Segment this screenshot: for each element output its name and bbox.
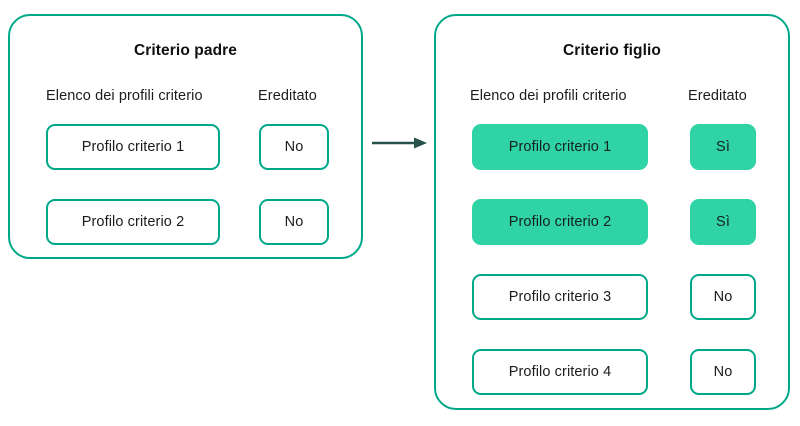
profile-chip[interactable]: Profilo criterio 1 (472, 124, 648, 170)
panel-criterio-padre: Criterio padre Elenco dei profili criter… (8, 14, 363, 259)
column-header-inherited-parent: Ereditato (258, 88, 317, 104)
panel-criterio-figlio: Criterio figlio Elenco dei profili crite… (434, 14, 790, 410)
inherited-chip[interactable]: No (259, 124, 329, 170)
table-row: Profilo criterio 1 No (10, 124, 361, 170)
column-header-profiles-parent: Elenco dei profili criterio (46, 88, 203, 104)
inherited-chip[interactable]: Sì (690, 199, 756, 245)
panel-title-parent: Criterio padre (133, 42, 238, 59)
inherited-chip[interactable]: No (690, 349, 756, 395)
profile-chip[interactable]: Profilo criterio 2 (46, 199, 220, 245)
column-headers-parent: Elenco dei profili criterio Ereditato (10, 88, 361, 110)
profile-chip[interactable]: Profilo criterio 2 (472, 199, 648, 245)
table-row: Profilo criterio 1 Sì (436, 124, 788, 170)
table-row: Profilo criterio 2 No (10, 199, 361, 245)
profile-chip[interactable]: Profilo criterio 1 (46, 124, 220, 170)
inheritance-arrow-icon (372, 137, 427, 149)
table-row: Profilo criterio 4 No (436, 349, 788, 395)
column-header-inherited-child: Ereditato (688, 88, 747, 104)
profile-chip[interactable]: Profilo criterio 4 (472, 349, 648, 395)
rows-parent: Profilo criterio 1 No Profilo criterio 2… (10, 16, 361, 257)
column-header-profiles-child: Elenco dei profili criterio (470, 88, 627, 104)
rows-child: Profilo criterio 1 Sì Profilo criterio 2… (436, 16, 788, 408)
profile-chip[interactable]: Profilo criterio 3 (472, 274, 648, 320)
inherited-chip[interactable]: No (259, 199, 329, 245)
table-row: Profilo criterio 3 No (436, 274, 788, 320)
panel-title-child: Criterio figlio (563, 42, 661, 59)
column-headers-child: Elenco dei profili criterio Ereditato (436, 88, 788, 110)
inherited-chip[interactable]: Sì (690, 124, 756, 170)
inherited-chip[interactable]: No (690, 274, 756, 320)
table-row: Profilo criterio 2 Sì (436, 199, 788, 245)
